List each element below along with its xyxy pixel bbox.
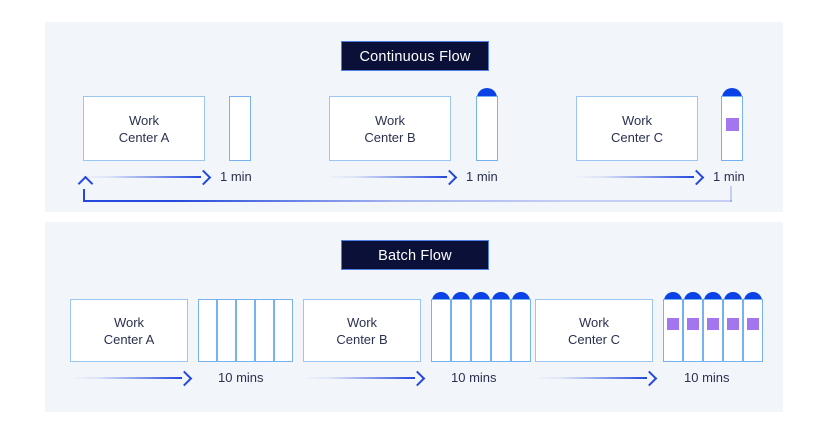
- continuous-time-label-3: 1 min: [713, 169, 745, 184]
- continuous-arrow-2-line: [329, 176, 447, 178]
- batch-queue-3-cap-icon: [704, 292, 722, 301]
- continuous-queue-2-cap-icon: [477, 88, 497, 98]
- work-center-label-line1: Work: [578, 314, 610, 330]
- batch-arrow-1-line: [74, 377, 182, 379]
- batch-queue-2-cap-icon: [492, 292, 510, 301]
- batch-queue-2-bar: [491, 299, 511, 362]
- continuous-return-line: [83, 200, 732, 202]
- batch-queue-3-bar: [683, 299, 703, 362]
- work-center-label-line1: Work: [374, 112, 406, 128]
- batch-queue-3-chip-icon: [667, 318, 679, 330]
- batch-time-label-2: 10 mins: [451, 370, 497, 385]
- batch-queue-3-chip-icon: [707, 318, 719, 330]
- batch-arrow-3-line: [539, 377, 647, 379]
- continuous-queue-3-chip-icon: [726, 118, 739, 131]
- continuous-work-center-b: Work Center B: [329, 96, 451, 161]
- batch-work-center-a: Work Center A: [70, 299, 188, 362]
- batch-queue-3-bar: [703, 299, 723, 362]
- continuous-time-label-1: 1 min: [220, 169, 252, 184]
- work-center-label-line2: Center C: [610, 129, 664, 145]
- batch-queue-1-bar: [236, 299, 255, 362]
- work-center-label-line2: Center A: [103, 331, 155, 347]
- batch-queue-1-bar: [255, 299, 274, 362]
- batch-queue-2-bar: [511, 299, 531, 362]
- batch-time-label-3: 10 mins: [684, 370, 730, 385]
- batch-queue-3-cap-icon: [744, 292, 762, 301]
- batch-queue-1-bar: [198, 299, 217, 362]
- batch-work-center-b: Work Center B: [303, 299, 421, 362]
- continuous-queue-1-bar: [229, 96, 251, 161]
- batch-queue-2-cap-icon: [512, 292, 530, 301]
- batch-queue-3-bar: [743, 299, 763, 362]
- batch-work-center-c: Work Center C: [535, 299, 653, 362]
- continuous-queue-2-bar: [476, 96, 498, 161]
- batch-queue-2-cap-icon: [432, 292, 450, 301]
- batch-queue-3-bar: [723, 299, 743, 362]
- work-center-label-line1: Work: [113, 314, 145, 330]
- batch-queue-3-cap-icon: [724, 292, 742, 301]
- work-center-label-line1: Work: [346, 314, 378, 330]
- batch-queue-3-chip-icon: [747, 318, 759, 330]
- continuous-return-right-segment: [730, 186, 732, 202]
- continuous-queue-3-cap-icon: [722, 88, 742, 98]
- batch-flow-title-badge: Batch Flow: [341, 240, 489, 270]
- batch-queue-3-bar: [663, 299, 683, 362]
- continuous-return-left-segment: [83, 189, 85, 202]
- batch-queue-3-cap-icon: [664, 292, 682, 301]
- work-center-label-line1: Work: [621, 112, 653, 128]
- batch-queue-2-bar: [471, 299, 491, 362]
- batch-time-label-1: 10 mins: [218, 370, 264, 385]
- work-center-label-line1: Work: [128, 112, 160, 128]
- continuous-work-center-c: Work Center C: [576, 96, 698, 161]
- continuous-arrow-1-line: [83, 176, 201, 178]
- batch-queue-2-bar: [431, 299, 451, 362]
- batch-queue-3-chip-icon: [727, 318, 739, 330]
- continuous-flow-title-badge: Continuous Flow: [341, 41, 489, 71]
- continuous-work-center-a: Work Center A: [83, 96, 205, 161]
- work-center-label-line2: Center A: [118, 129, 170, 145]
- work-center-label-line2: Center C: [567, 331, 621, 347]
- continuous-time-label-2: 1 min: [466, 169, 498, 184]
- batch-queue-1-bar: [217, 299, 236, 362]
- batch-queue-1-bar: [274, 299, 293, 362]
- batch-arrow-2-line: [307, 377, 415, 379]
- work-center-label-line2: Center B: [336, 331, 388, 347]
- batch-queue-2-bar: [451, 299, 471, 362]
- batch-queue-3-chip-icon: [687, 318, 699, 330]
- continuous-arrow-3-line: [576, 176, 694, 178]
- batch-queue-2-cap-icon: [452, 292, 470, 301]
- batch-queue-2-cap-icon: [472, 292, 490, 301]
- batch-queue-3-cap-icon: [684, 292, 702, 301]
- work-center-label-line2: Center B: [364, 129, 416, 145]
